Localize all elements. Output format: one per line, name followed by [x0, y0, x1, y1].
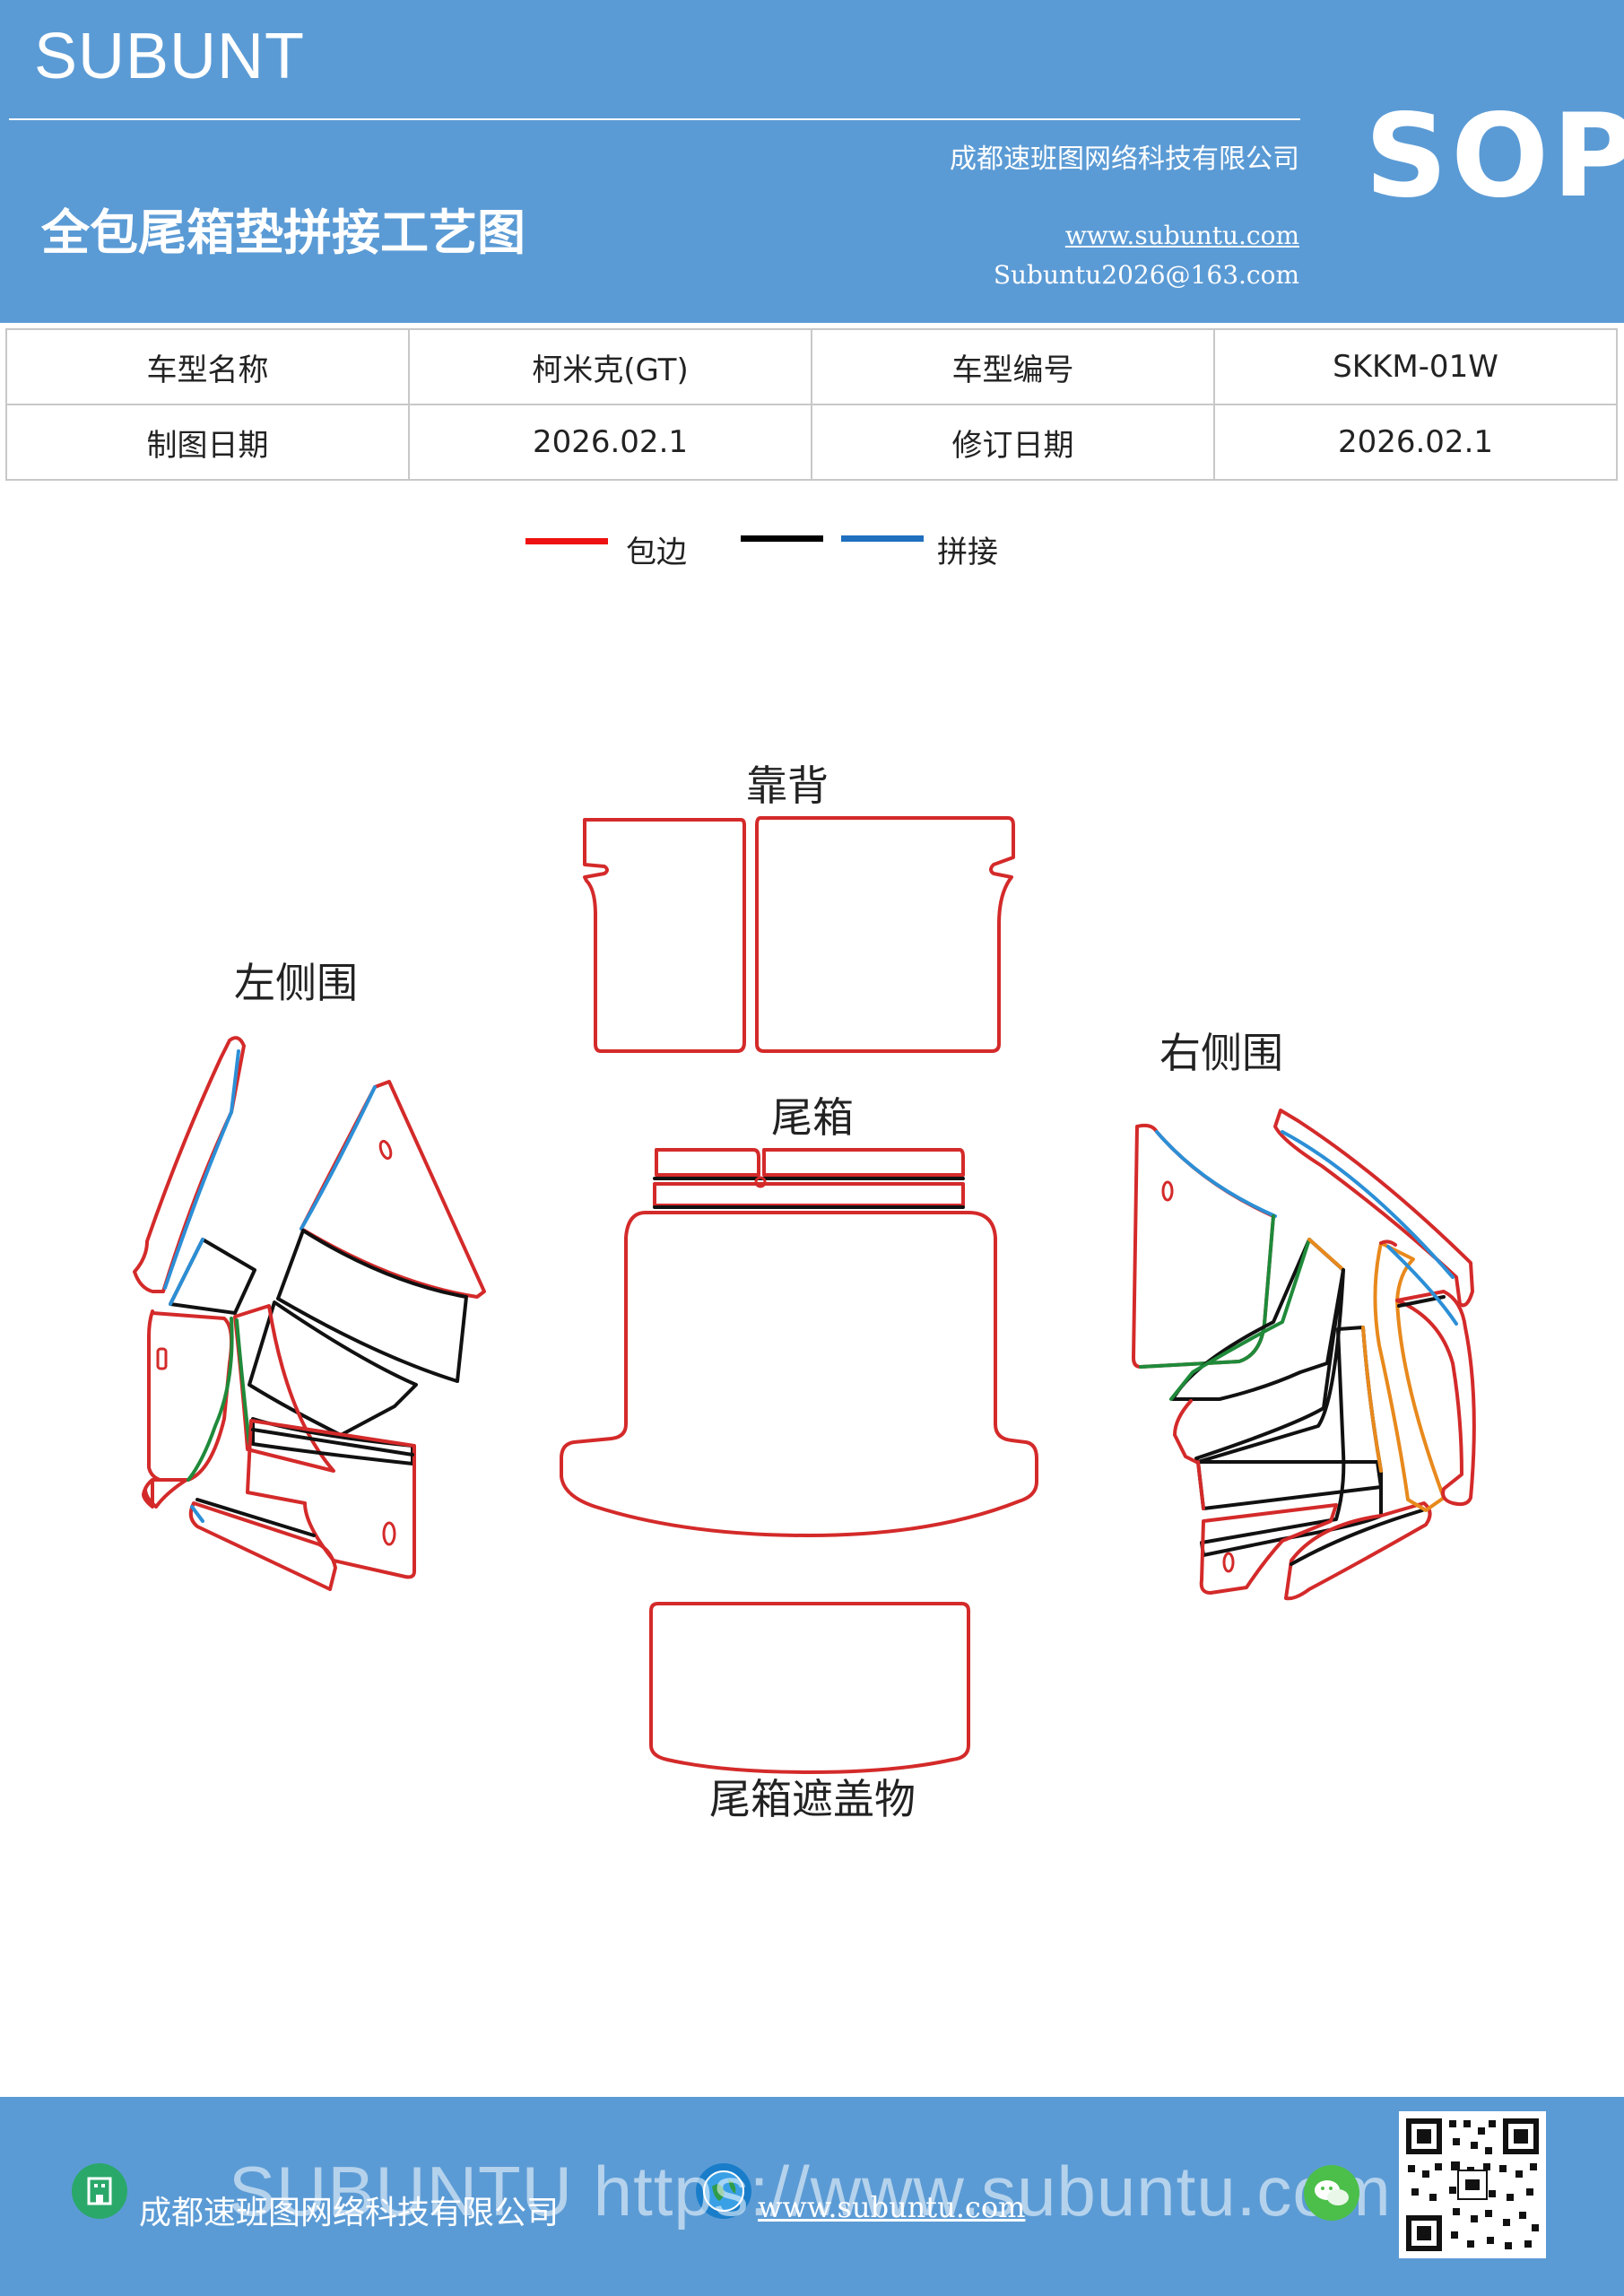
left-side-piece-1-splice: [163, 1049, 240, 1290]
globe-icon: [696, 2163, 751, 2219]
trunk-floor-panel: [560, 1211, 1038, 1537]
wechat-icon: [1304, 2165, 1359, 2221]
right-side-piece-1-green: [1139, 1214, 1275, 1369]
document-title: 全包尾箱垫拼接工艺图: [41, 204, 525, 261]
trunk-strip-lower: [653, 1182, 965, 1207]
left-side-hole-3: [382, 1521, 396, 1546]
left-side-piece-10-splice: [195, 1498, 316, 1537]
label-right-side: 右侧围: [1159, 1029, 1283, 1077]
website-link[interactable]: www.subuntu.com: [1064, 221, 1299, 250]
right-side-piece-9-splice: [1290, 1509, 1424, 1566]
value-draw-date: 2026.02.1: [408, 404, 812, 481]
value-model-code: SKKM-01W: [1213, 328, 1618, 405]
value-model-name: 柯米克(GT): [408, 328, 812, 405]
right-side-piece-3: [1171, 1238, 1345, 1401]
footer-banner: 成都速班图网络科技有限公司 www.subuntu.com SUBUNTU ht…: [0, 2097, 1624, 2296]
right-side-piece-8: [1199, 1503, 1338, 1595]
left-side-piece-5: [248, 1300, 418, 1437]
right-side-piece-11-blue: [1386, 1245, 1458, 1326]
sop-badge: SOP: [1365, 90, 1624, 223]
label-trunk-cover: 尾箱遮盖物: [709, 1775, 916, 1823]
label-trunk: 尾箱: [771, 1093, 854, 1142]
right-side-piece-1-splice: [1155, 1130, 1277, 1218]
company-name: 成都速班图网络科技有限公司: [950, 144, 1299, 175]
table-row: 制图日期 2026.02.1 修订日期 2026.02.1: [5, 404, 1618, 481]
left-side-piece-10: [188, 1501, 337, 1591]
qr-code: [1399, 2111, 1546, 2258]
right-side-piece-10: [1373, 1241, 1446, 1512]
label-model-code: 车型编号: [811, 328, 1215, 405]
left-side-piece-2-splice: [300, 1085, 377, 1231]
building-icon: [72, 2163, 127, 2219]
label-model-name: 车型名称: [5, 328, 410, 405]
right-side-hole-2: [1222, 1552, 1235, 1573]
right-side-piece-7-orange: [1361, 1326, 1383, 1473]
left-side-piece-9-splice: [251, 1428, 414, 1457]
label-backrest: 靠背: [746, 761, 829, 810]
trunk-mat-diagram: 靠背 左侧围 尾箱 右侧围 尾箱遮盖物: [133, 761, 1476, 1823]
left-side-piece-6-splice: [187, 1317, 234, 1482]
right-side-piece-4: [1194, 1268, 1345, 1464]
left-side-piece-10-blue: [190, 1505, 204, 1523]
trunk-cover-panel: [649, 1602, 970, 1774]
legend-label-splice: 拼接: [937, 535, 998, 570]
trunk-strip-right: [762, 1148, 965, 1177]
right-side-piece-2: [1273, 1109, 1474, 1308]
right-side-piece-1: [1132, 1123, 1275, 1369]
right-side-hole-1: [1161, 1180, 1174, 1202]
right-side-piece-3-green: [1169, 1238, 1311, 1401]
backrest-left-panel: [583, 818, 746, 1053]
trunk-strip-left: [655, 1148, 760, 1177]
brand-name: SUBUNT: [34, 21, 306, 92]
legend-swatch-edging: [525, 538, 608, 544]
right-side-piece-3-orange: [1307, 1238, 1343, 1270]
legend-swatch-black: [741, 535, 823, 542]
left-side-piece-3-splice: [169, 1238, 204, 1306]
footer-company: 成都速班图网络科技有限公司: [139, 2195, 560, 2231]
header-banner: SUBUNT 成都速班图网络科技有限公司 全包尾箱垫拼接工艺图 www.subu…: [0, 0, 1624, 323]
left-side-hole-1: [378, 1139, 393, 1161]
label-revision-date: 修订日期: [811, 404, 1215, 481]
trunk-strip-notch: [754, 1176, 767, 1188]
left-side-hole-2: [156, 1347, 168, 1370]
left-side-piece-6-outer: [143, 1309, 188, 1509]
right-side-piece-6: [1196, 1460, 1383, 1510]
legend-label-edging: 包边: [626, 535, 687, 570]
left-side-piece-7-splice: [235, 1318, 251, 1446]
right-side-piece-11: [1395, 1290, 1476, 1507]
right-side-piece-2-splice: [1281, 1130, 1455, 1279]
value-revision-date: 2026.02.1: [1213, 404, 1618, 481]
right-side-piece-10-edge: [1379, 1239, 1397, 1247]
legend: 包边 拼接: [0, 520, 1624, 583]
header-divider: [9, 118, 1300, 120]
right-side-piece-6-edge: [1196, 1460, 1205, 1510]
left-side-piece-2: [300, 1080, 486, 1299]
footer-watermark: SUBUNTU https://www.subuntu.com: [229, 2152, 1392, 2231]
vehicle-info-table: 车型名称 柯米克(GT) 车型编号 SKKM-01W 制图日期 2026.02.…: [5, 328, 1618, 481]
right-side-piece-5: [1173, 1399, 1198, 1464]
label-left-side: 左侧围: [234, 959, 358, 1007]
label-draw-date: 制图日期: [5, 404, 410, 481]
footer-website[interactable]: www.subuntu.com: [758, 2190, 1026, 2224]
left-side-piece-4: [276, 1229, 468, 1383]
backrest-right-panel: [755, 816, 1015, 1053]
email-address: Subuntu2026@163.com: [993, 260, 1299, 290]
table-row: 车型名称 柯米克(GT) 车型编号 SKKM-01W: [5, 328, 1618, 405]
right-side-piece-9: [1284, 1501, 1432, 1601]
legend-swatch-splice: [841, 535, 924, 542]
